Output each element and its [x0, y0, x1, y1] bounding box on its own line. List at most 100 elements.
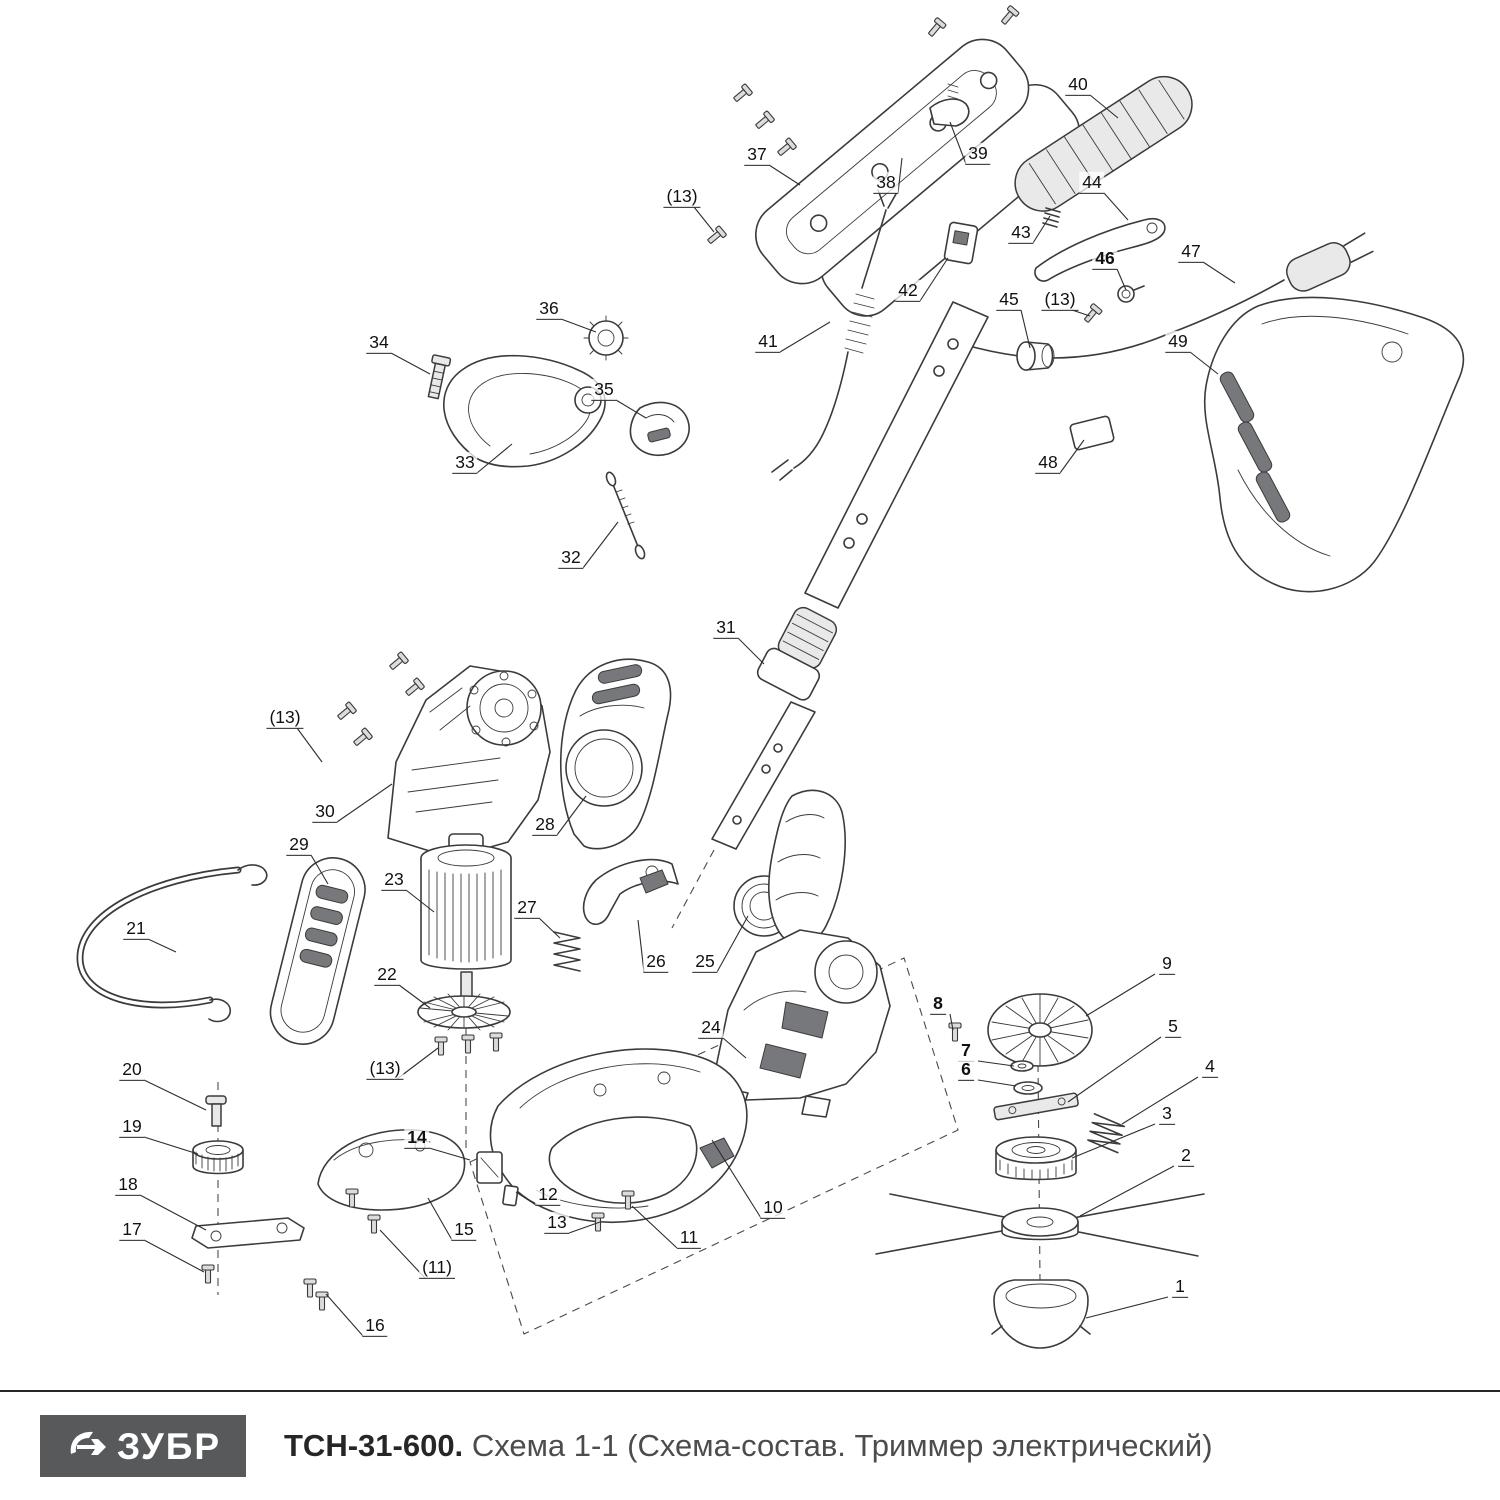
part-label-11: 11 — [676, 1226, 702, 1249]
part-label-24: 24 — [698, 1016, 724, 1039]
part-label-41: 41 — [755, 330, 781, 353]
part-3-spool — [995, 1136, 1077, 1181]
part-36-knob — [583, 315, 629, 361]
part-label-32: 32 — [558, 546, 584, 569]
part-label-49: 49 — [1165, 330, 1191, 353]
part-2-spool-with-line — [875, 1193, 1205, 1257]
part-label-13: (13) — [266, 706, 304, 729]
part-41-cable — [771, 189, 897, 481]
part-label-18: 18 — [115, 1173, 141, 1196]
part-label-11: (11) — [419, 1256, 455, 1279]
part-23-motor — [420, 833, 512, 1001]
part-label-3: 3 — [1159, 1102, 1175, 1125]
model-number: ТСН-31-600. — [284, 1428, 464, 1463]
part-1-spool-cover — [991, 1279, 1091, 1349]
part-label-17: 17 — [119, 1218, 145, 1241]
part-12-blade-small — [502, 1184, 519, 1207]
part-label-30: 30 — [312, 800, 338, 823]
part-5-blade — [993, 1092, 1079, 1121]
part-label-27: 27 — [514, 896, 540, 919]
part-18-bracket — [191, 1217, 305, 1249]
part-label-28: 28 — [532, 813, 558, 836]
part-label-26: 26 — [643, 950, 669, 973]
part-label-8: 8 — [930, 992, 946, 1015]
part-32-rod — [605, 471, 646, 560]
part-label-23: 23 — [381, 868, 407, 891]
part-42-switch — [943, 221, 979, 265]
part-4-spring — [1087, 1113, 1126, 1154]
part-33-aux-handle — [443, 354, 606, 468]
part-label-22: 22 — [374, 963, 400, 986]
diagram-subtitle: Схема 1-1 (Схема-состав. Триммер электри… — [471, 1428, 1213, 1463]
part-24-lower-housing — [711, 789, 891, 1118]
footer: ЗУБР ТСН-31-600. Схема 1-1 (Схема-состав… — [0, 1390, 1500, 1500]
part-label-5: 5 — [1165, 1015, 1181, 1038]
part-label-25: 25 — [692, 950, 718, 973]
part-label-13: (13) — [1041, 288, 1079, 311]
part-45-bushing — [1016, 341, 1055, 371]
part-label-10: 10 — [760, 1196, 786, 1219]
part-label-20: 20 — [119, 1058, 145, 1081]
part-label-46: 46 — [1092, 247, 1118, 270]
part-35-clamp — [629, 401, 690, 456]
exploded-diagram-art — [76, 4, 1465, 1349]
part-label-43: 43 — [1008, 221, 1034, 244]
part-label-45: 45 — [996, 288, 1022, 311]
part-label-2: 2 — [1178, 1144, 1194, 1167]
part-22-fan-washer — [417, 993, 511, 1031]
part-label-40: 40 — [1065, 73, 1091, 96]
part-label-38: 38 — [873, 171, 899, 194]
part-label-14: 14 — [404, 1126, 430, 1149]
part-49-rear-handle — [1203, 296, 1465, 593]
part-label-15: 15 — [451, 1218, 477, 1241]
part-label-29: 29 — [286, 833, 312, 856]
part-39-trigger — [929, 83, 970, 127]
diagram-caption: ТСН-31-600. Схема 1-1 (Схема-состав. Три… — [284, 1428, 1213, 1464]
part-label-12: 12 — [535, 1183, 561, 1206]
part-label-9: 9 — [1159, 952, 1175, 975]
part-19-knurled-nut — [192, 1140, 244, 1175]
zubr-logo: ЗУБР — [40, 1415, 246, 1477]
part-label-4: 4 — [1202, 1055, 1218, 1078]
part-28-housing-cover — [559, 658, 672, 850]
part-27-spring — [553, 931, 581, 972]
part-label-34: 34 — [366, 331, 392, 354]
part-20-bolt — [205, 1095, 227, 1127]
part-21-wire-guard — [76, 864, 268, 1023]
part-29-grip-handle — [269, 857, 366, 1045]
leader-lines — [139, 94, 1236, 1337]
part-label-1: 1 — [1172, 1275, 1188, 1298]
part-9-fan-impeller — [987, 993, 1093, 1067]
part-26-bracket — [582, 858, 679, 925]
part-label-19: 19 — [119, 1115, 145, 1138]
part-label-16: 16 — [362, 1314, 388, 1337]
part-label-21: 21 — [123, 917, 149, 940]
part-label-37: 37 — [744, 143, 770, 166]
part-label-39: 39 — [965, 142, 991, 165]
part-label-13: 13 — [544, 1211, 570, 1234]
part-43-spring — [1042, 207, 1061, 228]
part-40-soft-grip — [1014, 75, 1193, 212]
part-label-13: (13) — [663, 185, 701, 208]
part-6-washer — [1013, 1081, 1043, 1095]
part-label-36: 36 — [536, 297, 562, 320]
part-label-31: 31 — [713, 616, 739, 639]
part-label-42: 42 — [895, 279, 921, 302]
zubr-logo-icon — [70, 1431, 106, 1455]
part-label-35: 35 — [591, 378, 617, 401]
part-label-44: 44 — [1079, 171, 1105, 194]
part-48-block — [1069, 415, 1115, 451]
part-46-clip — [1117, 285, 1145, 303]
part-label-47: 47 — [1178, 240, 1204, 263]
part-14-blade-holder — [476, 1151, 503, 1184]
part-34-bolt — [427, 354, 452, 400]
part-label-6: 6 — [958, 1058, 974, 1081]
part-label-13: (13) — [366, 1057, 404, 1080]
part-31-shaft — [711, 301, 989, 850]
brand-text: ЗУБР — [116, 1425, 222, 1467]
part-30-gear-housing — [387, 665, 551, 859]
part-10-guard — [489, 1048, 748, 1224]
part-label-48: 48 — [1035, 451, 1061, 474]
